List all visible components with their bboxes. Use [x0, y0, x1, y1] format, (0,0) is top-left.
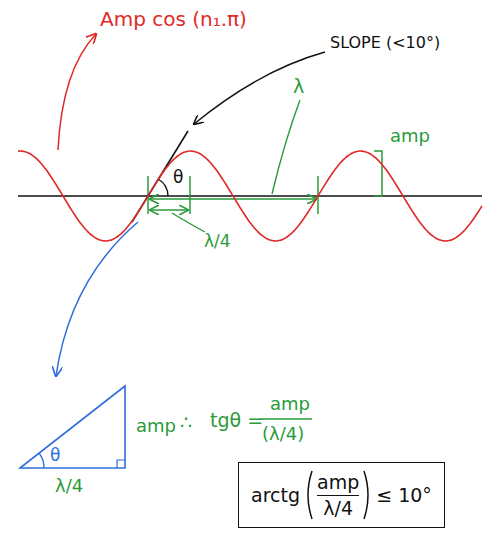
leader-arrow	[194, 52, 325, 124]
slope-label: SLOPE (<10°)	[330, 34, 440, 52]
parenthesis	[304, 469, 313, 521]
fraction-denominator: (λ/4)	[262, 424, 304, 444]
angle-label: θ	[173, 168, 183, 187]
right-triangle	[20, 386, 125, 468]
fraction-numerator: amp	[270, 394, 310, 414]
leader-line	[172, 213, 205, 232]
x-axis	[18, 195, 482, 196]
wavelength-arrow	[150, 198, 316, 200]
tick-mark	[189, 176, 191, 214]
leader-line	[272, 100, 300, 194]
angle-label: θ	[50, 446, 60, 465]
therefore-sign: ∴	[180, 412, 192, 433]
fraction-bar	[317, 495, 359, 496]
fraction-numerator: amp	[317, 472, 359, 493]
right-angle-mark	[117, 460, 125, 468]
wavelength-label: λ	[293, 76, 304, 97]
fraction: amp λ/4	[317, 472, 359, 519]
amplitude-label: amp	[136, 416, 176, 436]
inequality: ≤ 10°	[376, 485, 432, 506]
fraction-denominator: λ/4	[323, 498, 353, 519]
parenthesis	[363, 469, 372, 521]
boxed-formula: arctg amp λ/4 ≤ 10°	[238, 462, 445, 528]
amplitude-label: amp	[390, 126, 430, 146]
leader-arrow	[58, 34, 96, 150]
leader-arrow	[56, 222, 138, 376]
formula-label: Amp cos (n₁.π)	[100, 8, 247, 30]
fraction-bar	[260, 418, 312, 420]
quarter-wave-label: λ/4	[204, 232, 231, 251]
function-name: arctg	[251, 485, 300, 506]
quarter-wave-arrow	[150, 209, 188, 210]
formula-text: tgθ =	[210, 410, 263, 431]
angle-arc	[158, 179, 168, 196]
quarter-wave-label: λ/4	[55, 476, 83, 496]
cosine-wave	[18, 151, 482, 241]
angle-arc	[39, 453, 44, 468]
